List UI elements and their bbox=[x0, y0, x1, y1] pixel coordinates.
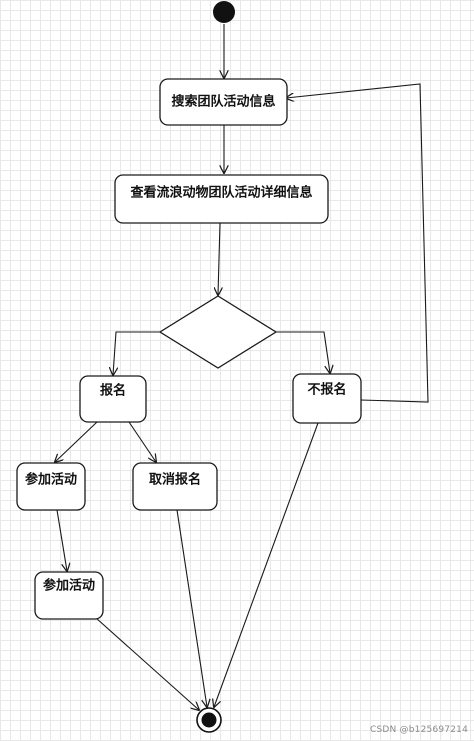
edge-not-signup-loop-to-search bbox=[286, 83, 429, 403]
node-label: 查看流浪动物团队活动详细信息 bbox=[129, 185, 312, 201]
edge-join-2-to-end bbox=[95, 617, 199, 710]
node-view-activity-details: 查看流浪动物团队活动详细信息 bbox=[114, 174, 329, 224]
initial-node bbox=[213, 1, 235, 23]
node-label: 参加活动 bbox=[43, 578, 95, 594]
node-label: 取消报名 bbox=[149, 472, 201, 488]
node-not-sign-up: 不报名 bbox=[292, 373, 362, 424]
edges bbox=[55, 24, 429, 710]
final-node bbox=[196, 707, 222, 733]
node-label: 不报名 bbox=[307, 382, 346, 398]
edge-not-signup-to-end bbox=[214, 422, 319, 707]
node-search-team-activity: 搜索团队活动信息 bbox=[159, 78, 288, 126]
decision-node bbox=[158, 295, 278, 369]
node-label: 搜索团队活动信息 bbox=[171, 94, 275, 110]
edge-signup-to-join-1 bbox=[55, 421, 98, 462]
watermark-text: CSDN @b125697214 bbox=[370, 725, 468, 735]
edge-decision-to-not-signup bbox=[275, 331, 330, 373]
edge-join-1-to-join-2 bbox=[56, 509, 67, 571]
node-join-activity-2: 参加活动 bbox=[34, 571, 104, 620]
node-label: 参加活动 bbox=[25, 472, 77, 488]
edge-cancel-to-end bbox=[176, 509, 207, 707]
node-join-activity-1: 参加活动 bbox=[16, 462, 86, 511]
edge-view-to-decision bbox=[218, 222, 220, 295]
node-label: 报名 bbox=[100, 383, 126, 399]
edge-decision-to-signup bbox=[113, 331, 160, 375]
edge-signup-to-cancel bbox=[128, 421, 156, 462]
node-cancel-sign-up: 取消报名 bbox=[132, 462, 218, 511]
node-sign-up: 报名 bbox=[79, 375, 147, 423]
